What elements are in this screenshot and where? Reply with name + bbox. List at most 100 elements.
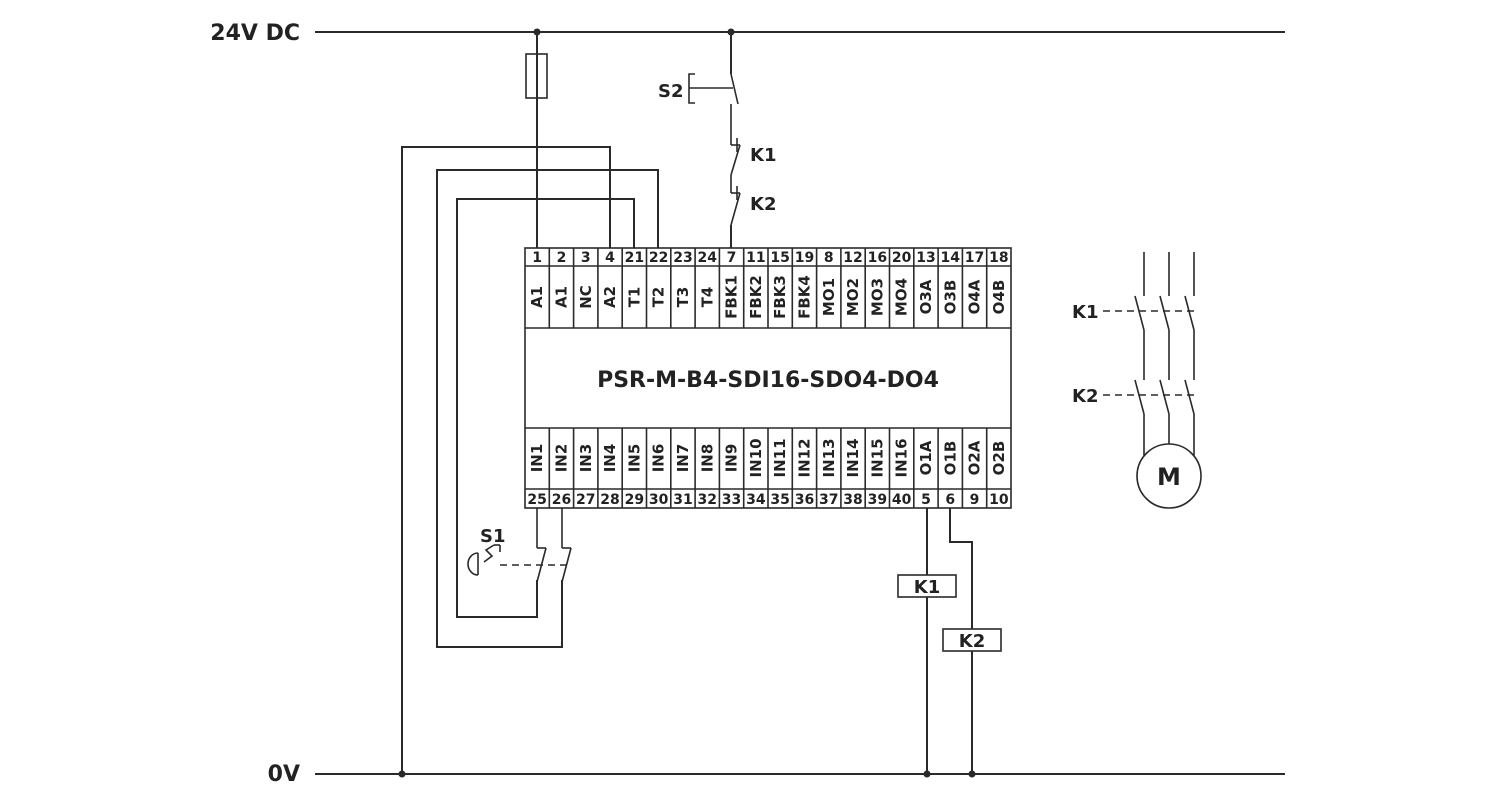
terminal-number: 16 bbox=[868, 250, 887, 266]
safety-module: PSR-M-B4-SDI16-SDO4-DO4 1A12A13NC4A221T1… bbox=[524, 247, 1012, 509]
terminal-signal: IN16 bbox=[893, 438, 911, 477]
k2-coil: K2 bbox=[942, 508, 1002, 774]
terminal-signal: IN11 bbox=[771, 438, 789, 477]
terminal-number: 38 bbox=[843, 492, 862, 508]
k1-main-label: K1 bbox=[1072, 302, 1098, 323]
terminal-number: 25 bbox=[527, 492, 546, 508]
terminal-number: 31 bbox=[673, 492, 692, 508]
top-terminal-strip: 1A12A13NC4A221T122T223T324T47FBK111FBK21… bbox=[528, 248, 1009, 328]
terminal-signal: O3B bbox=[941, 280, 959, 315]
terminal-signal: IN14 bbox=[844, 438, 862, 477]
terminal-signal: IN2 bbox=[552, 444, 570, 473]
rail-24v-label: 24V DC bbox=[210, 21, 300, 46]
k1-coil-label: K1 bbox=[914, 577, 940, 598]
s2-label: S2 bbox=[658, 81, 684, 102]
terminal-number: 15 bbox=[770, 250, 789, 266]
s1-label: S1 bbox=[480, 526, 506, 547]
terminal-number: 1 bbox=[532, 250, 542, 266]
terminal-signal: IN9 bbox=[723, 444, 741, 473]
motor-symbol bbox=[1136, 443, 1202, 509]
terminal-number: 36 bbox=[795, 492, 814, 508]
terminal-number: 34 bbox=[746, 492, 766, 508]
terminal-signal: O1A bbox=[917, 440, 935, 475]
terminal-signal: IN13 bbox=[820, 438, 838, 477]
terminal-signal: IN7 bbox=[674, 444, 692, 473]
terminal-number: 40 bbox=[892, 492, 912, 508]
k2-feedback-label: K2 bbox=[750, 194, 776, 215]
terminal-signal: T1 bbox=[625, 287, 643, 308]
k1-feedback-label: K1 bbox=[750, 145, 776, 166]
terminal-signal: FBK3 bbox=[771, 275, 789, 319]
s2-reset-circuit: S2 K1 K2 bbox=[658, 32, 776, 248]
terminal-number: 18 bbox=[989, 250, 1008, 266]
terminal-signal: IN6 bbox=[650, 444, 668, 473]
bottom-terminal-strip: 25IN126IN227IN328IN429IN530IN631IN732IN8… bbox=[527, 428, 1009, 508]
terminal-number: 19 bbox=[795, 250, 814, 266]
terminal-signal: O2B bbox=[990, 441, 1008, 476]
terminal-number: 23 bbox=[673, 250, 692, 266]
terminal-number: 17 bbox=[965, 250, 984, 266]
module-title: PSR-M-B4-SDI16-SDO4-DO4 bbox=[597, 368, 939, 393]
terminal-number: 11 bbox=[746, 250, 765, 266]
terminal-number: 30 bbox=[649, 492, 669, 508]
terminal-number: 13 bbox=[916, 250, 935, 266]
s1-emergency-stop: S1 bbox=[467, 508, 572, 583]
terminal-number: 24 bbox=[698, 250, 718, 266]
terminal-number: 4 bbox=[605, 250, 615, 266]
terminal-number: 33 bbox=[722, 492, 741, 508]
terminal-signal: IN8 bbox=[698, 444, 716, 473]
terminal-signal: T4 bbox=[698, 287, 716, 308]
terminal-number: 10 bbox=[989, 492, 1009, 508]
terminal-number: 22 bbox=[649, 250, 668, 266]
terminal-number: 5 bbox=[921, 492, 931, 508]
terminal-number: 8 bbox=[824, 250, 834, 266]
terminal-number: 29 bbox=[625, 492, 644, 508]
terminal-number: 39 bbox=[868, 492, 887, 508]
terminal-signal: FBK4 bbox=[795, 275, 813, 319]
terminal-signal: IN5 bbox=[625, 444, 643, 473]
terminal-signal: A1 bbox=[552, 286, 570, 308]
terminal-number: 9 bbox=[970, 492, 980, 508]
rail-0v-label: 0V bbox=[268, 762, 300, 787]
terminal-signal: IN12 bbox=[795, 438, 813, 477]
terminal-number: 27 bbox=[576, 492, 595, 508]
terminal-number: 12 bbox=[843, 250, 862, 266]
wire-t2-loop bbox=[436, 169, 659, 648]
terminal-number: 35 bbox=[770, 492, 789, 508]
terminal-number: 7 bbox=[727, 250, 737, 266]
fuse bbox=[525, 32, 548, 248]
terminal-signal: A1 bbox=[528, 286, 546, 308]
terminal-signal: NC bbox=[577, 285, 595, 309]
terminal-signal: IN3 bbox=[577, 444, 595, 473]
terminal-signal: T2 bbox=[650, 287, 668, 308]
terminal-number: 32 bbox=[698, 492, 717, 508]
terminal-signal: O3A bbox=[917, 279, 935, 314]
terminal-signal: T3 bbox=[674, 287, 692, 308]
terminal-number: 26 bbox=[552, 492, 571, 508]
terminal-number: 14 bbox=[941, 250, 961, 266]
terminal-signal: O1B bbox=[941, 441, 959, 476]
motor-label: M bbox=[1157, 463, 1181, 491]
terminal-signal: O4A bbox=[966, 279, 984, 314]
terminal-signal: O2A bbox=[966, 440, 984, 475]
rail-0v: 0V bbox=[268, 762, 1285, 787]
terminal-number: 2 bbox=[557, 250, 567, 266]
terminal-signal: MO3 bbox=[868, 278, 886, 316]
terminal-number: 20 bbox=[892, 250, 912, 266]
terminal-number: 6 bbox=[945, 492, 955, 508]
terminal-signal: MO2 bbox=[844, 278, 862, 316]
rail-24v: 24V DC bbox=[210, 21, 1285, 46]
k1-coil: K1 bbox=[897, 508, 957, 774]
terminal-signal: IN15 bbox=[868, 438, 886, 477]
wire-a2-to-0v bbox=[401, 146, 611, 774]
terminal-number: 28 bbox=[600, 492, 619, 508]
terminal-number: 21 bbox=[625, 250, 644, 266]
terminal-number: 37 bbox=[819, 492, 838, 508]
terminal-signal: MO4 bbox=[893, 278, 911, 316]
motor-circuit: K1 K2 M bbox=[1072, 252, 1202, 509]
terminal-number: 3 bbox=[581, 250, 591, 266]
terminal-signal: IN10 bbox=[747, 438, 765, 477]
terminal-signal: MO1 bbox=[820, 278, 838, 316]
terminal-signal: IN1 bbox=[528, 444, 546, 473]
